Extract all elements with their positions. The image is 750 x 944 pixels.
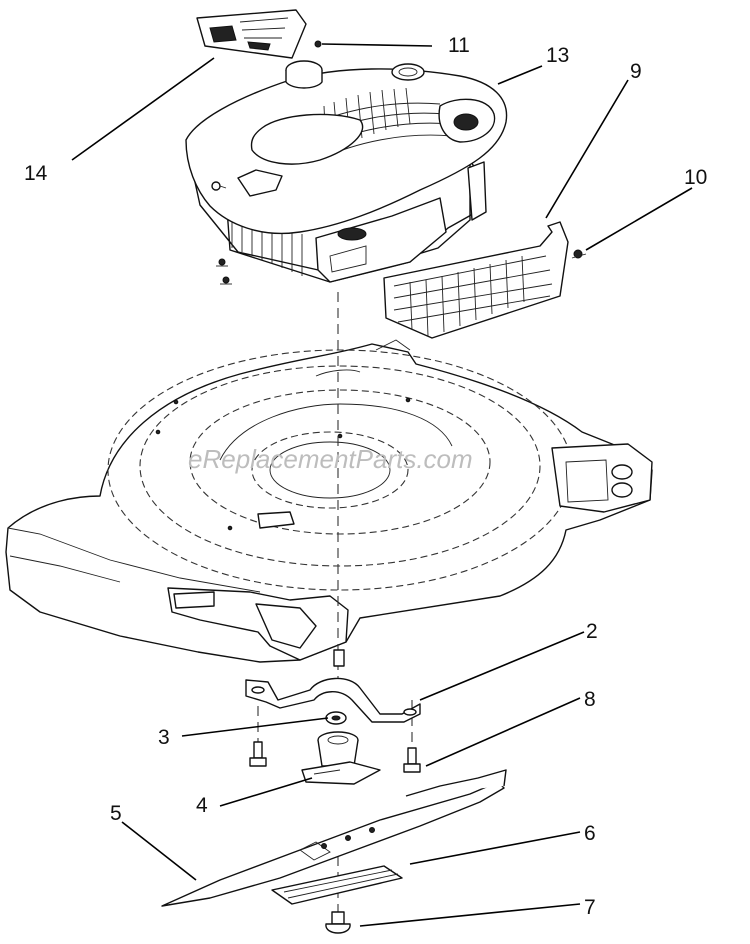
callout-10: 10 (684, 166, 707, 189)
leader-2 (419, 631, 585, 701)
leader-10 (585, 187, 693, 251)
callout-8: 8 (584, 688, 596, 711)
leader-3 (181, 717, 329, 737)
guard-part-9 (383, 221, 569, 339)
plate-part-6 (271, 865, 403, 905)
leader-5 (121, 821, 197, 881)
callout-9: 9 (630, 60, 642, 83)
adapter-part-4 (301, 731, 381, 785)
screw-part-10 (571, 249, 587, 259)
blade-part-8 (161, 769, 507, 907)
leader-9 (545, 79, 629, 219)
leader-13 (497, 65, 543, 85)
watermark-text: eReplacementParts.com (188, 444, 473, 474)
bracket-bolts (249, 741, 421, 773)
leader-7 (359, 903, 581, 927)
washer-part-3 (325, 711, 347, 725)
callout-7: 7 (584, 896, 596, 919)
bracket-part-2 (245, 649, 421, 723)
callout-2: 2 (586, 620, 598, 643)
callout-13: 13 (546, 44, 569, 67)
screw-part-11 (314, 40, 322, 48)
engine-part-13 (185, 60, 508, 283)
leader-8 (425, 697, 581, 767)
leader-4 (219, 777, 313, 807)
callout-6: 6 (584, 822, 596, 845)
callout-14: 14 (24, 162, 48, 185)
callout-11: 11 (448, 34, 470, 57)
bolt-part-7 (325, 911, 351, 934)
leader-14 (71, 57, 215, 161)
decal-part-14 (196, 9, 307, 59)
callout-5: 5 (110, 802, 122, 825)
leader-11 (321, 43, 433, 47)
mower-deck (5, 339, 653, 663)
leader-6 (409, 831, 581, 865)
engine-mount-screws (216, 258, 232, 285)
callout-4: 4 (196, 794, 208, 817)
callout-3: 3 (158, 726, 170, 749)
